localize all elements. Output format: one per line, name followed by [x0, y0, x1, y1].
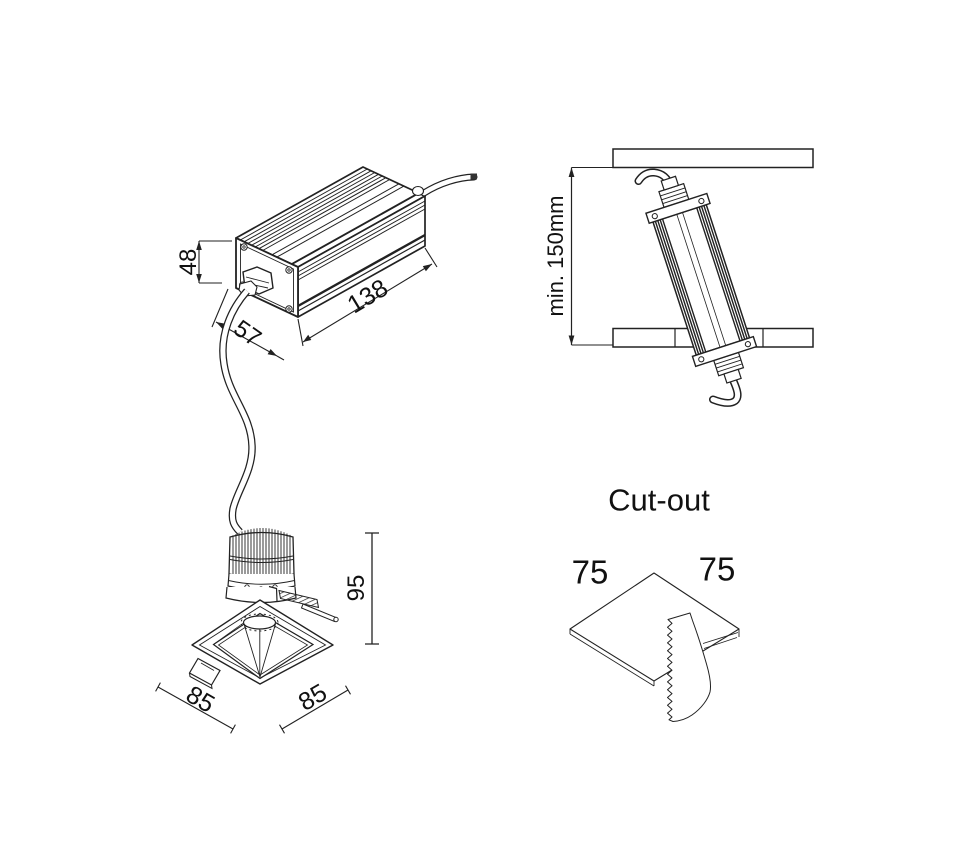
- dimension-85-left: [155, 682, 236, 734]
- spring-clip: [268, 585, 339, 623]
- driver-end-cap-bottom: [691, 335, 758, 368]
- driver-top-ribs: [240, 168, 405, 258]
- dimension-48: [196, 240, 232, 284]
- driver-box-isometric: [235, 166, 478, 318]
- cutout-label-75-right: 75: [698, 550, 736, 588]
- wire-grommet: [411, 185, 425, 197]
- dimension-85-right: [279, 685, 351, 734]
- square-trim: [191, 599, 334, 685]
- cutout-view: [569, 572, 740, 722]
- dimension-95: [365, 532, 379, 645]
- dimension-min-150: [568, 167, 613, 346]
- driver-end-cap-top: [645, 192, 711, 225]
- driver-bottom-wire: [709, 376, 742, 407]
- reflector: [213, 613, 313, 678]
- cutout-title: Cut-out: [608, 482, 710, 518]
- mains-wire: [411, 173, 478, 197]
- dim-label-48: 48: [175, 248, 202, 276]
- connector-tab: [188, 657, 221, 690]
- dim-label-95: 95: [343, 574, 370, 602]
- wire-tip-connector: [470, 173, 477, 180]
- saw-blade: [667, 612, 712, 722]
- dim-label-min-150mm: min. 150mm: [543, 195, 568, 317]
- dimension-138: [297, 247, 438, 347]
- tilted-driver: [645, 175, 758, 384]
- driver-side-lines: [297, 200, 426, 281]
- ceiling-panel-top: [612, 148, 814, 169]
- installation-view: [568, 148, 814, 407]
- heatsink-fins: [232, 528, 291, 581]
- cable-gland: [238, 266, 274, 297]
- cutout-label-75-left: 75: [571, 553, 609, 591]
- power-cable: [219, 288, 256, 535]
- recessed-downlight: [188, 528, 339, 690]
